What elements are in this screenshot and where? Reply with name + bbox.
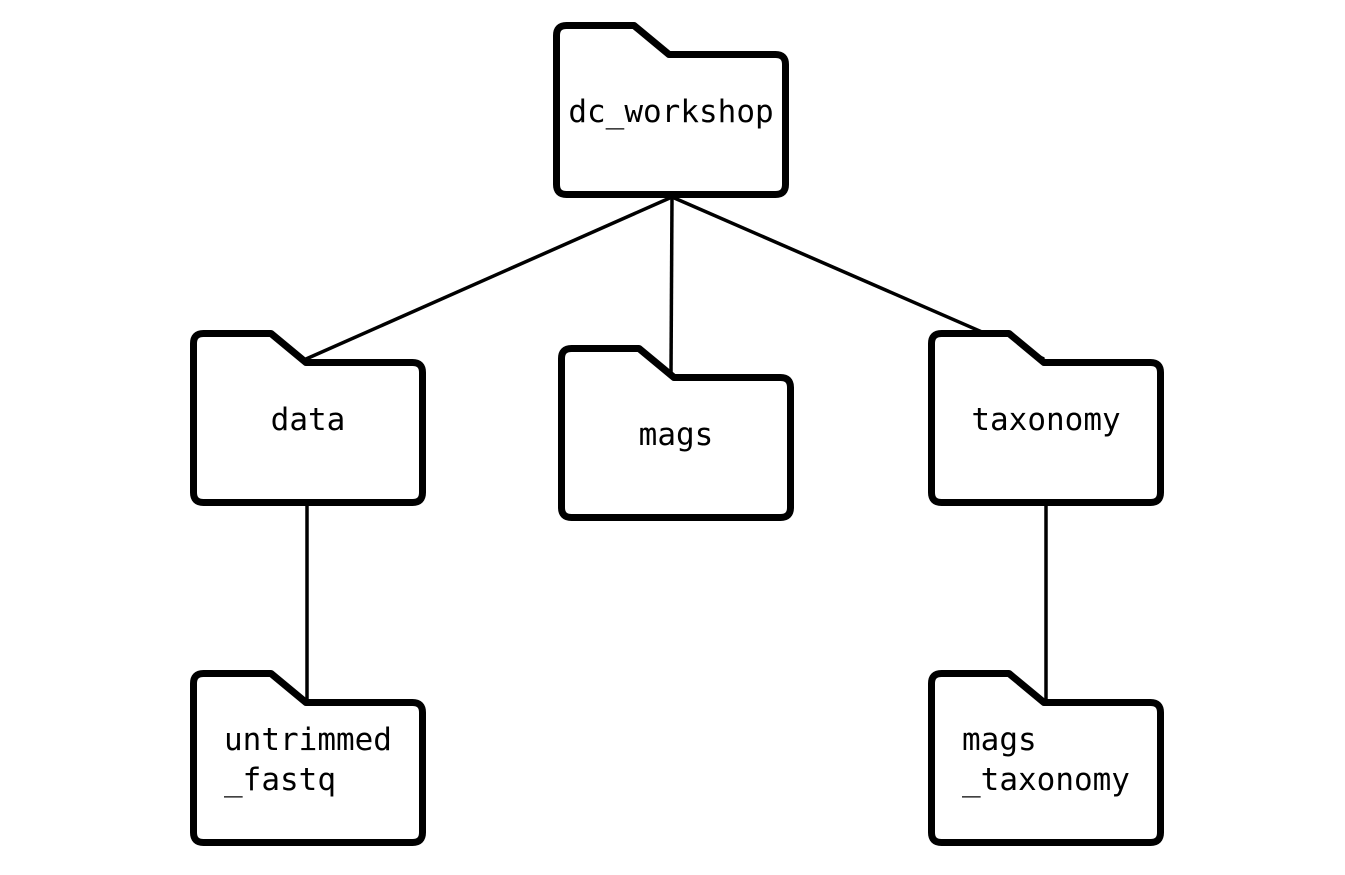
edge-dc-workshop-mags — [669, 196, 674, 375]
edge-dc-workshop-data — [305, 195, 673, 361]
folder-icon — [190, 330, 426, 506]
folder-icon — [190, 670, 426, 846]
folder-mags: mags — [558, 345, 794, 521]
folder-icon — [558, 345, 794, 521]
folder-dc-workshop: dc_workshop — [553, 22, 789, 198]
folder-icon — [928, 670, 1164, 846]
folder-taxonomy: taxonomy — [928, 330, 1164, 506]
folder-icon — [553, 22, 789, 198]
folder-untrimmed-fastq: untrimmed _fastq — [190, 670, 426, 846]
folder-mags-taxonomy: mags _taxonomy — [928, 670, 1164, 846]
folder-icon — [928, 330, 1164, 506]
folder-data: data — [190, 330, 426, 506]
